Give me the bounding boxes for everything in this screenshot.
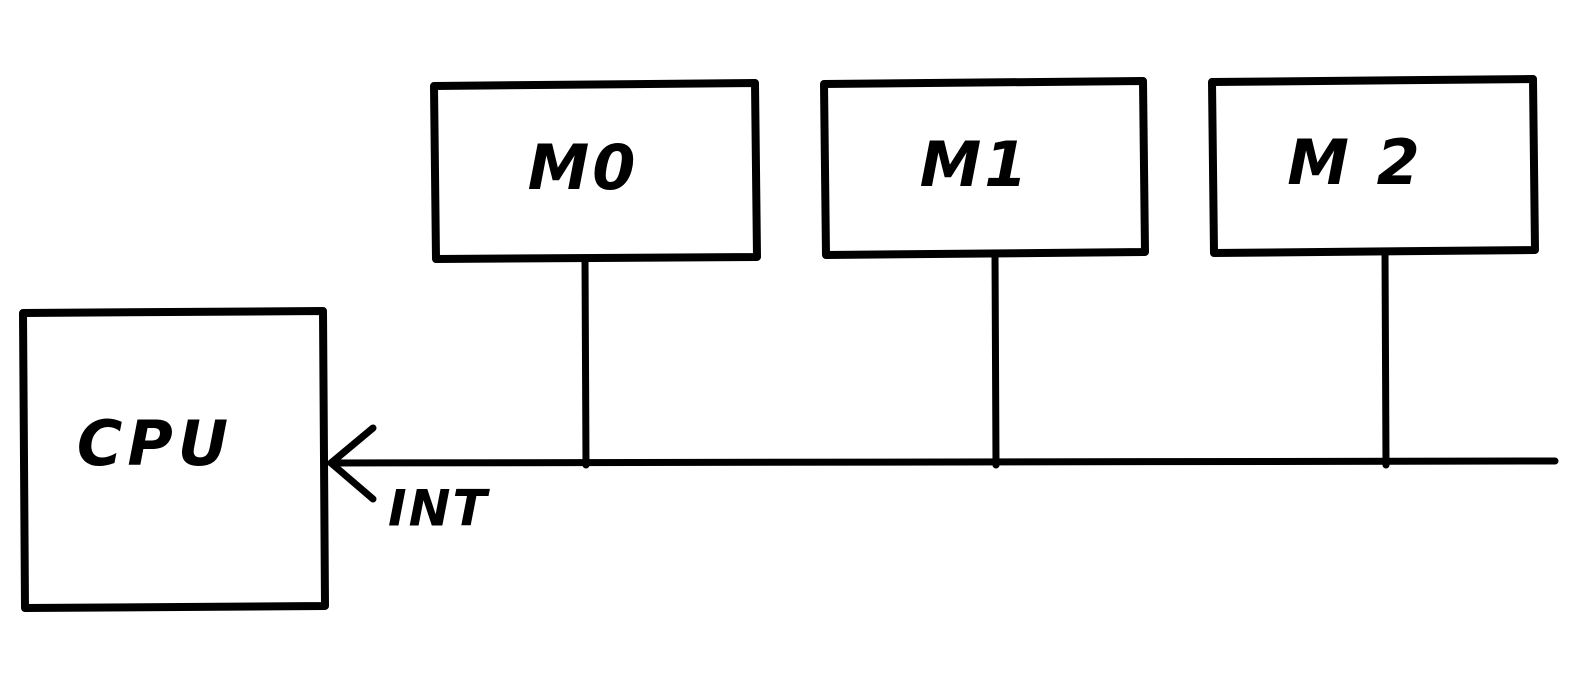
interrupt-bus-line — [328, 457, 1559, 467]
int-label: INT — [388, 480, 490, 538]
node-m1[interactable]: M1 — [820, 77, 1149, 259]
node-m0[interactable]: M0 — [430, 79, 761, 263]
m2-label: M 2 — [1287, 126, 1422, 199]
interrupt-arrowhead-icon — [327, 424, 377, 503]
node-cpu[interactable]: CPU — [19, 307, 329, 612]
arrowhead-lower-barb — [327, 459, 377, 503]
drop-line-m1 — [991, 249, 1000, 469]
cpu-box-outline — [19, 307, 329, 612]
m0-label: M0 — [528, 131, 639, 204]
m2-box-outline — [1208, 75, 1539, 257]
drop-line-m0 — [581, 254, 590, 469]
m0-box-outline — [430, 79, 761, 263]
m1-box-outline — [820, 77, 1149, 259]
arrowhead-upper-barb — [327, 424, 377, 467]
drop-line-m2 — [1381, 247, 1390, 469]
node-m2[interactable]: M 2 — [1208, 75, 1539, 257]
cpu-label: CPU — [77, 407, 233, 480]
m1-label: M1 — [920, 128, 1031, 201]
